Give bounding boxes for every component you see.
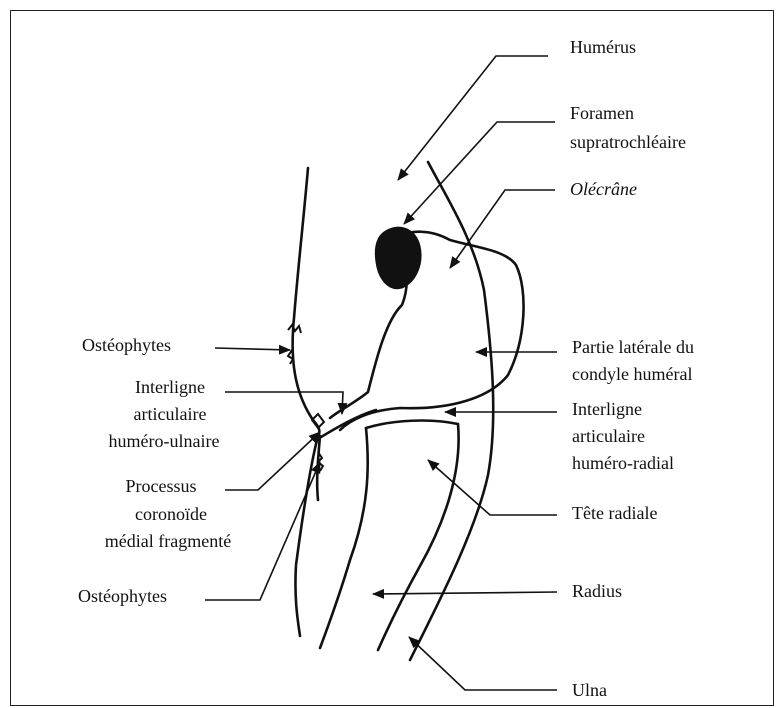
foramen-blob: [375, 227, 421, 289]
label-ulna: Ulna: [572, 679, 607, 701]
leader-ulna: [409, 637, 557, 690]
label-il-ulnaire-line3: huméro-ulnaire: [92, 430, 236, 452]
ulna-medial-outline: [293, 168, 320, 636]
label-foramen-line2: supratrochléaire: [570, 131, 686, 153]
label-osteophytes-top: Ostéophytes: [82, 334, 171, 356]
label-partie-line2: condyle huméral: [572, 363, 692, 385]
label-il-radial-line1: Interligne: [572, 398, 642, 420]
leader-radius: [373, 592, 557, 594]
leader-il-ulnaire: [225, 392, 343, 414]
leader-osteophytes-top: [215, 348, 290, 350]
label-il-ulnaire-line1: Interligne: [110, 376, 230, 398]
label-processus-line1: Processus: [96, 475, 226, 497]
label-il-radial-line3: huméro-radial: [572, 452, 674, 474]
label-partie-line1: Partie latérale du: [572, 336, 694, 358]
label-osteophytes-bottom: Ostéophytes: [78, 585, 167, 607]
leader-lines: [205, 56, 557, 690]
leader-humerus: [398, 56, 548, 180]
label-olecrane: Olécrâne: [570, 178, 637, 200]
humerus-lateral-outline: [410, 162, 493, 660]
leader-processus: [225, 432, 320, 490]
label-processus-line3: médial fragmenté: [88, 530, 248, 552]
label-foramen-line1: Foramen: [570, 102, 634, 124]
label-tete-radiale: Tête radiale: [572, 502, 657, 524]
label-humerus: Humérus: [570, 36, 636, 58]
radial-head-outline: [366, 421, 458, 428]
leader-olecrane: [450, 190, 555, 268]
label-il-ulnaire-line2: articulaire: [98, 403, 242, 425]
radius-medial-outline: [320, 428, 368, 648]
label-radius: Radius: [572, 580, 622, 602]
label-processus-line2: coronoïde: [96, 503, 246, 525]
leader-foramen: [404, 122, 555, 224]
label-il-radial-line2: articulaire: [572, 425, 645, 447]
olecranon-outline: [340, 232, 524, 430]
radius-lateral-outline: [378, 424, 459, 650]
